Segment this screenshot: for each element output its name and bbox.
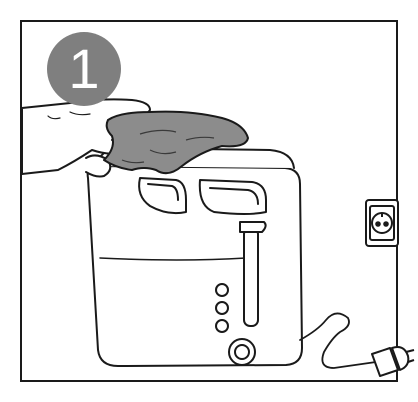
button-3 bbox=[216, 320, 228, 332]
lever bbox=[240, 222, 266, 232]
toaster-body bbox=[88, 166, 302, 366]
button-1 bbox=[216, 284, 228, 296]
button-2 bbox=[216, 302, 228, 314]
step-number-badge: 1 bbox=[47, 32, 121, 106]
browning-dial-inner bbox=[235, 345, 249, 359]
power-cord-icon bbox=[300, 313, 376, 368]
power-socket-icon bbox=[366, 200, 398, 246]
power-plug-icon bbox=[372, 347, 414, 376]
lever-slot bbox=[244, 228, 258, 326]
step-number: 1 bbox=[68, 41, 99, 97]
toaster-icon bbox=[88, 148, 302, 366]
